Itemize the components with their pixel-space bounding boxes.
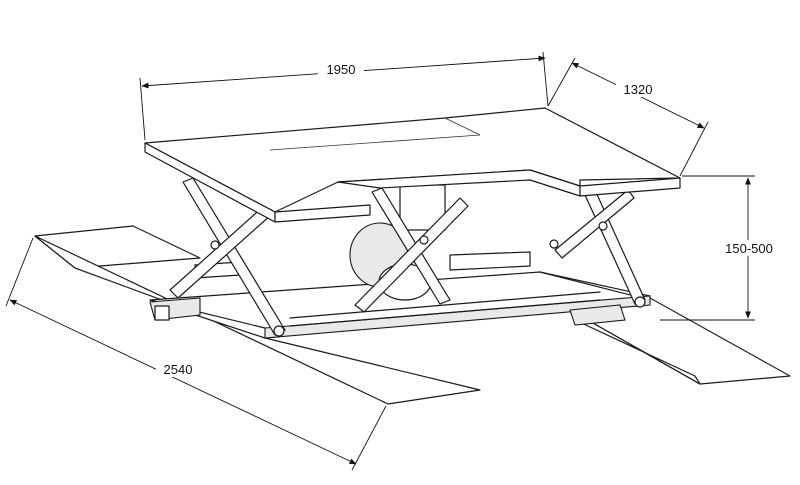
scissor-arms	[169, 177, 646, 337]
height-range-label: 150-500	[725, 241, 773, 256]
dimension-top-depth: 1320	[547, 57, 709, 177]
top-depth-label: 1320	[624, 82, 653, 97]
top-width-label: 1950	[327, 62, 356, 77]
lift-platform	[144, 107, 681, 223]
dimension-top-width: 1950	[139, 51, 549, 141]
dimension-height: 150-500	[660, 175, 782, 321]
dimension-ramp-length: 2540	[5, 237, 387, 471]
ramp-length-label: 2540	[164, 362, 193, 377]
